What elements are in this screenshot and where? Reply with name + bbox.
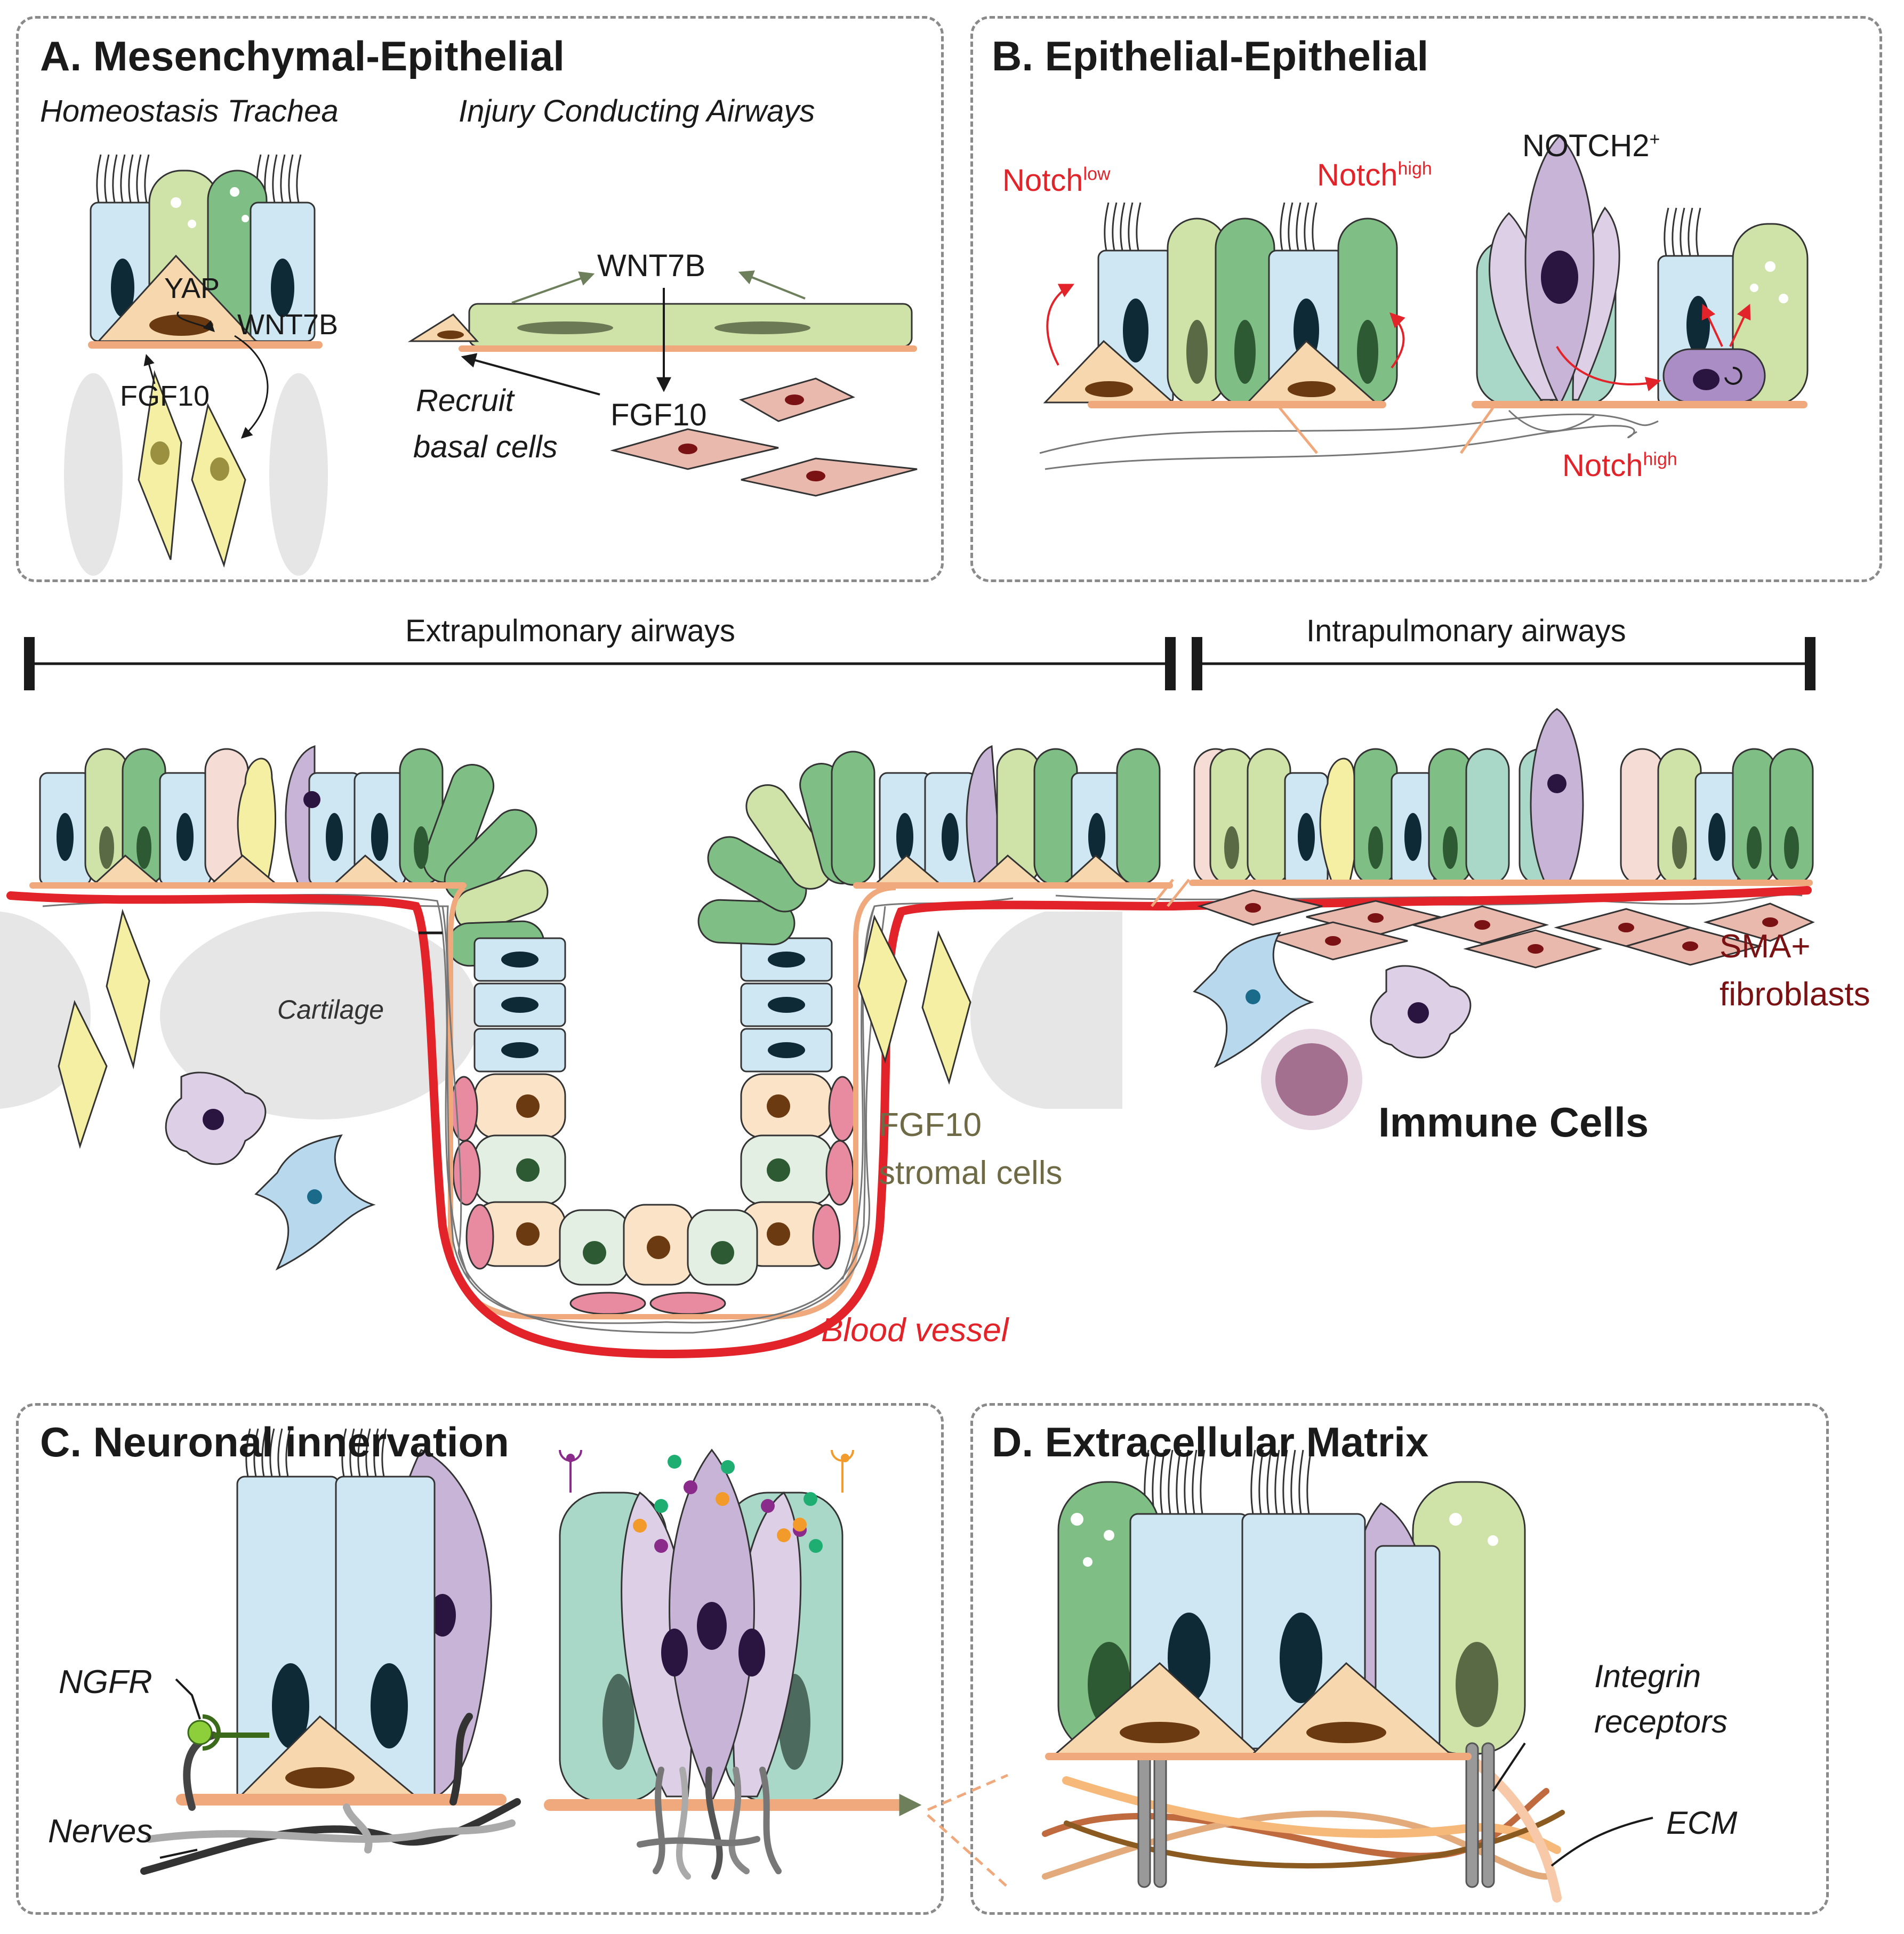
- notch-high-label: Notchhigh: [1317, 158, 1432, 192]
- panel-c-frame: [16, 1403, 944, 1915]
- panel-a-subtitle-right: Injury Conducting Airways: [459, 94, 815, 128]
- sma-label-line1: SMA+: [1720, 928, 1811, 965]
- notch-high-label-2: Notchhigh: [1562, 448, 1677, 483]
- cartilage-shape: [269, 373, 328, 576]
- nerve-fibers: [140, 1713, 521, 1875]
- cartilage: [970, 912, 1122, 1109]
- fgf10-stromal-label-line1: FGF10: [879, 1107, 982, 1143]
- panel-d-title: D. Extracellular Matrix: [992, 1419, 1429, 1465]
- fgf10-label-right: FGF10: [610, 398, 707, 432]
- fibroblast: [741, 457, 918, 497]
- blood-vessel-label: Blood vessel: [821, 1312, 1009, 1349]
- panel-a-subtitle-left: Homeostasis Trachea: [40, 94, 339, 128]
- sma-label-line2: fibroblasts: [1720, 976, 1870, 1013]
- cartilage: [160, 912, 480, 1119]
- integrin-label-line1: Integrin: [1594, 1658, 1701, 1694]
- ngfr-label: NGFR: [59, 1664, 152, 1701]
- panel-d-art: [1042, 1449, 1653, 1903]
- wnt7b-label-left: WNT7B: [237, 309, 338, 341]
- intrapulmonary-label: Intrapulmonary airways: [1306, 614, 1626, 648]
- recruit-label-line1: Recruit: [416, 383, 514, 418]
- integrin-receptors: [1137, 1742, 1495, 1888]
- immune-cells-label: Immune Cells: [1378, 1099, 1649, 1146]
- basal-nucleus: [149, 315, 213, 336]
- stromal-cell: [138, 370, 182, 560]
- stromal-cell: [191, 402, 246, 568]
- nucleus: [271, 259, 294, 317]
- middle-art: [0, 637, 1815, 1359]
- panel-a-frame: [16, 16, 944, 582]
- nucleus: [111, 259, 134, 317]
- wnt7b-label-right: WNT7B: [597, 248, 705, 283]
- notch2-label: NOTCH2+: [1522, 128, 1660, 163]
- extrapulmonary-label: Extrapulmonary airways: [405, 614, 735, 648]
- basement-membrane: [88, 341, 323, 349]
- myoepithelial-cells: [449, 1076, 857, 1315]
- integrin-label-line2: receptors: [1594, 1704, 1728, 1739]
- panel-b-art: [1039, 134, 1809, 470]
- basement-membrane: [176, 1794, 507, 1806]
- panel-c-title: C. Neuronal innervation: [40, 1419, 509, 1465]
- gland-basement-membrane: [448, 885, 896, 1319]
- recruit-label-line2: basal cells: [413, 430, 558, 464]
- yap-label: YAP: [164, 272, 220, 304]
- fgf10-stromal-label-line2: stromal cells: [879, 1155, 1063, 1191]
- nerves-label: Nerves: [48, 1813, 153, 1850]
- ngfr-receptor: [187, 1720, 213, 1745]
- cartilage-shape: [64, 373, 123, 576]
- notch-low-label: Notchlow: [1002, 163, 1111, 198]
- panel-a-title: A. Mesenchymal-Epithelial: [40, 33, 565, 79]
- cartilage-label: Cartilage: [277, 995, 384, 1025]
- panel-b-title: B. Epithelial-Epithelial: [992, 33, 1429, 79]
- panel-d-frame: [970, 1403, 1829, 1915]
- fgf10-label-left: FGF10: [120, 380, 210, 412]
- panel-b-frame: [970, 16, 1882, 582]
- panel-a-art: [64, 154, 918, 576]
- secreted-molecules: [633, 1455, 823, 1553]
- panel-c-art: [140, 1428, 1009, 1888]
- ecm-label: ECM: [1666, 1805, 1738, 1841]
- stromal-cells: [58, 908, 971, 1149]
- epithelium-right: [697, 708, 1814, 946]
